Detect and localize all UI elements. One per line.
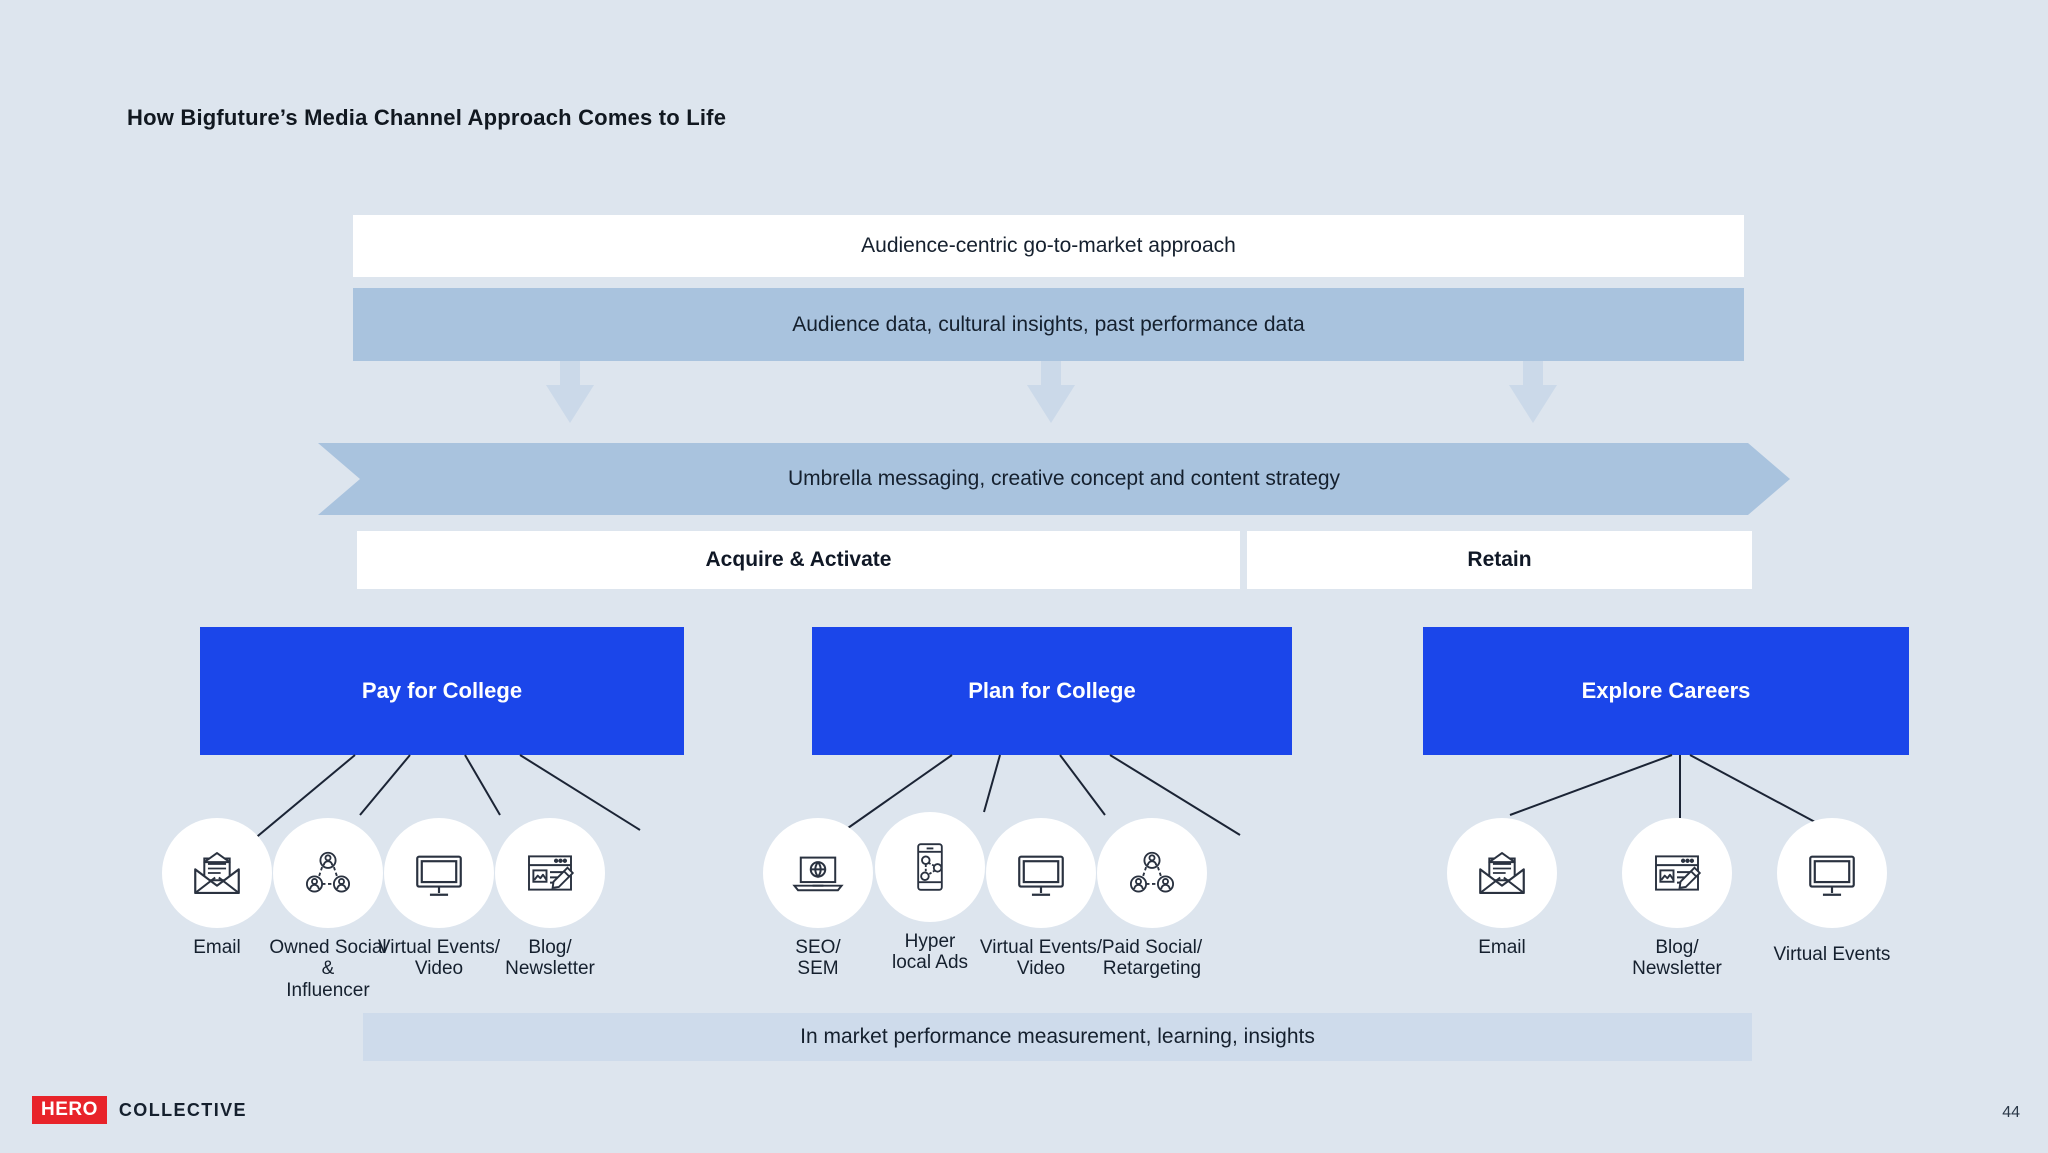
monitor-icon: [1018, 855, 1064, 896]
channel-bubble: [1447, 818, 1557, 928]
umbrella-strategy-band: Umbrella messaging, creative concept and…: [318, 443, 1790, 515]
inputs-band-label: Audience data, cultural insights, past p…: [792, 312, 1305, 336]
channel-bubble: [875, 812, 985, 922]
segment-label: Acquire & Activate: [705, 548, 892, 571]
channel-label: Virtual Events/ Video: [377, 937, 501, 980]
channel-node[interactable]: Virtual Events/ Video: [979, 818, 1103, 980]
monitor-icon: [416, 855, 462, 896]
channel-bubble: [986, 818, 1096, 928]
channel-label: Blog/ Newsletter: [505, 937, 595, 980]
channel-label: SEO/ SEM: [795, 937, 841, 980]
channel-node[interactable]: Virtual Events/ Video: [377, 818, 501, 980]
email-envelope-icon: [1479, 852, 1525, 895]
segment-retain: Retain: [1247, 531, 1752, 589]
channel-bubble: [162, 818, 272, 928]
channel-label: Email: [1478, 937, 1526, 958]
channel-node[interactable]: Email: [1440, 818, 1564, 958]
down-arrow-icon-3: [1509, 361, 1557, 423]
channel-bubble: [273, 818, 383, 928]
blog-pencil-icon: [1655, 855, 1702, 891]
channel-node[interactable]: Owned Social & Influencer: [266, 818, 390, 1001]
channel-label: Blog/ Newsletter: [1632, 937, 1722, 980]
channel-bubble: [1622, 818, 1732, 928]
channel-bubble: [384, 818, 494, 928]
umbrella-band-label: Umbrella messaging, creative concept and…: [787, 467, 1341, 490]
segment-label: Retain: [1467, 548, 1532, 571]
social-network-icon: [1129, 851, 1175, 893]
page-number: 44: [2002, 1104, 2020, 1121]
measurement-band: In market performance measurement, learn…: [363, 1013, 1752, 1061]
channel-node[interactable]: Blog/ Newsletter: [1615, 818, 1739, 980]
logo-wordmark: COLLECTIVE: [118, 1099, 247, 1120]
channel-label: Virtual Events/ Video: [979, 937, 1103, 980]
channel-label: Owned Social & Influencer: [269, 937, 387, 1001]
pillar-label: Pay for College: [361, 678, 523, 703]
channel-bubble: [1097, 818, 1207, 928]
pillar-pay-for-college[interactable]: Pay for College: [200, 627, 684, 755]
logo-mark: HERO: [32, 1096, 107, 1124]
channel-node[interactable]: SEO/ SEM: [756, 818, 880, 980]
pillar-label: Plan for College: [968, 678, 1136, 703]
social-network-icon: [305, 851, 351, 893]
inputs-band: Audience data, cultural insights, past p…: [353, 288, 1744, 361]
channel-label: Hyper local Ads: [891, 931, 969, 974]
channel-node[interactable]: Paid Social/ Retargeting: [1090, 818, 1214, 980]
channel-node[interactable]: Email: [155, 818, 279, 958]
pillar-explore-careers[interactable]: Explore Careers: [1423, 627, 1909, 755]
blog-pencil-icon: [528, 855, 575, 891]
channel-node[interactable]: Blog/ Newsletter: [488, 818, 612, 980]
pillar-label: Explore Careers: [1581, 678, 1751, 703]
channel-bubble: [763, 818, 873, 928]
down-arrow-icon-2: [1027, 361, 1075, 423]
channel-node[interactable]: Virtual Events: [1770, 818, 1894, 965]
approach-band-label: Audience-centric go-to-market approach: [861, 234, 1236, 257]
phone-network-icon: [917, 843, 943, 891]
monitor-icon: [1809, 855, 1855, 896]
pillar-plan-for-college[interactable]: Plan for College: [812, 627, 1292, 755]
channel-bubble: [1777, 818, 1887, 928]
brand-logo: HERO COLLECTIVE: [32, 1096, 247, 1124]
channel-label: Email: [193, 937, 241, 958]
down-arrow-icon-1: [546, 361, 594, 423]
segment-acquire-activate: Acquire & Activate: [357, 531, 1240, 589]
approach-band: Audience-centric go-to-market approach: [353, 215, 1744, 277]
laptop-globe-icon: [792, 856, 844, 892]
measurement-band-label: In market performance measurement, learn…: [800, 1025, 1315, 1048]
page-title: How Bigfuture’s Media Channel Approach C…: [127, 105, 727, 130]
email-envelope-icon: [194, 852, 240, 895]
channel-bubble: [495, 818, 605, 928]
channel-label: Virtual Events: [1773, 944, 1891, 965]
channel-label: Paid Social/ Retargeting: [1101, 937, 1203, 980]
channel-node[interactable]: Hyper local Ads: [868, 812, 992, 974]
